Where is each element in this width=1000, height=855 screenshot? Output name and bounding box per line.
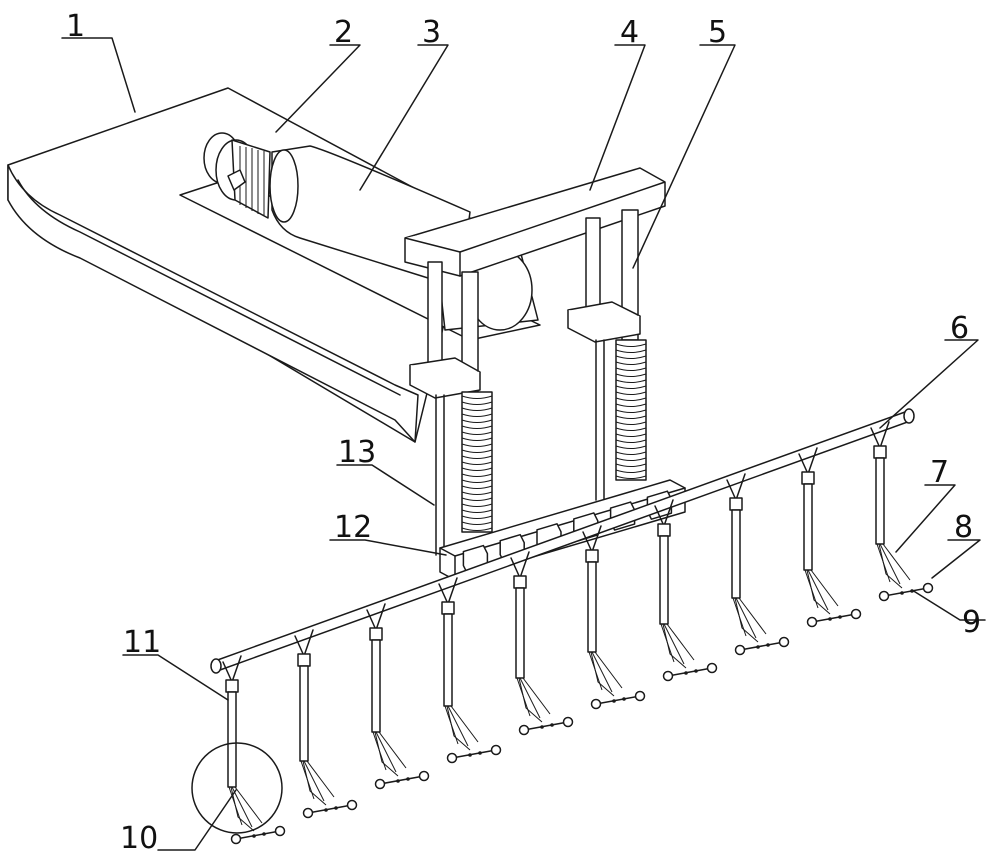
tine	[438, 577, 502, 764]
part-labels: 1 2 3 4 5 6 7 8 9 10 11 12 13	[66, 9, 981, 855]
guide-posts	[409, 209, 641, 399]
springs	[461, 339, 647, 533]
label-11: 11	[123, 625, 161, 660]
label-12: 12	[334, 510, 372, 545]
tine	[510, 551, 574, 736]
main-bar	[210, 408, 915, 674]
tine	[366, 603, 430, 790]
tine-array	[222, 421, 934, 845]
label-9: 9	[962, 605, 981, 640]
label-7: 7	[930, 455, 949, 490]
tine	[726, 473, 790, 656]
detail-circle	[191, 742, 283, 834]
label-2: 2	[334, 15, 353, 50]
guide-rod	[435, 339, 605, 556]
tine	[654, 499, 718, 682]
label-5: 5	[708, 15, 727, 50]
label-3: 3	[422, 15, 441, 50]
label-10: 10	[120, 821, 158, 855]
top-handle	[404, 167, 666, 277]
label-8: 8	[954, 510, 973, 545]
tine	[798, 447, 862, 628]
label-13: 13	[338, 435, 376, 470]
tine	[582, 525, 646, 710]
tine	[294, 629, 358, 819]
tine	[222, 655, 286, 845]
label-1: 1	[66, 9, 85, 44]
leader-lines	[61, 37, 986, 851]
tine	[870, 421, 934, 602]
label-4: 4	[620, 15, 639, 50]
label-6: 6	[950, 311, 969, 346]
